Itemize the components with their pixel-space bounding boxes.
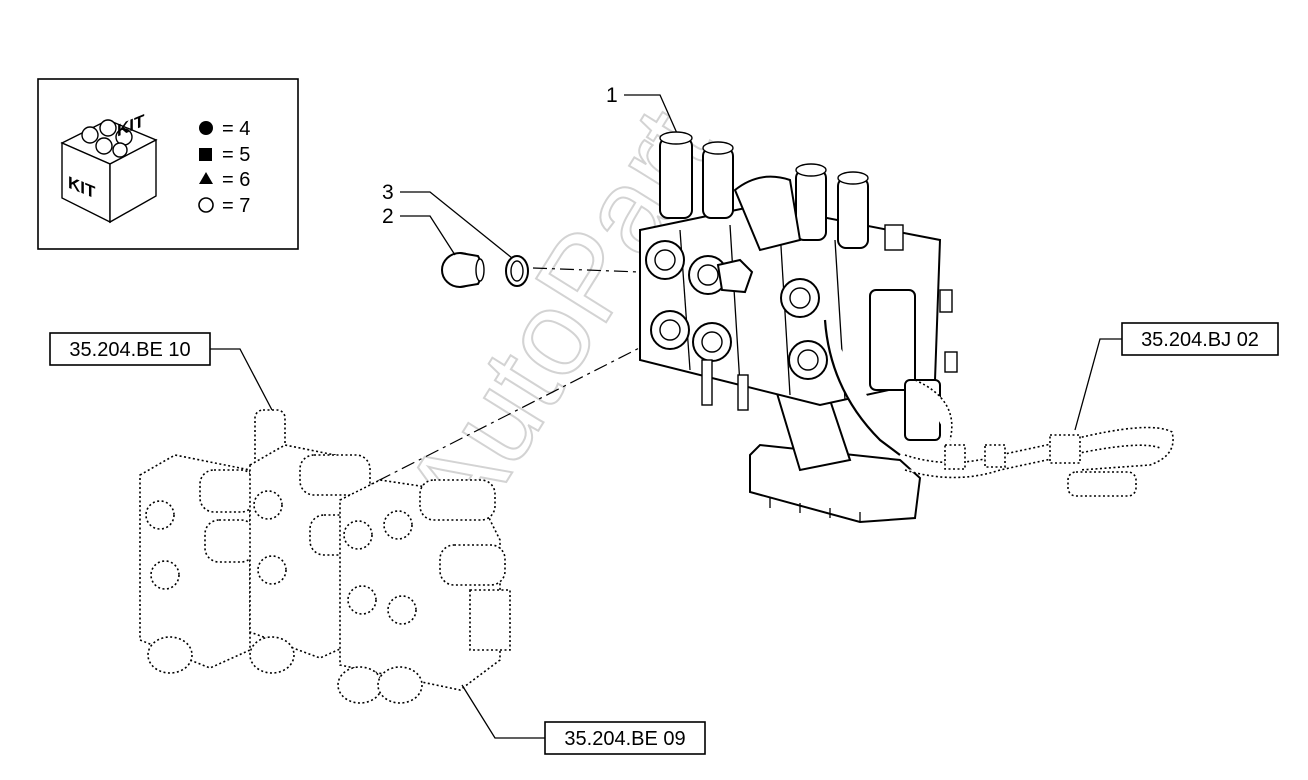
legend-item-5: = 5 bbox=[222, 144, 250, 166]
ref-link-bj02[interactable]: 35.204.BJ 02 bbox=[1121, 322, 1279, 356]
filled-square-icon bbox=[199, 148, 212, 161]
leader-be10 bbox=[210, 348, 273, 411]
leader-bj02 bbox=[1074, 338, 1122, 431]
assembly-axis-line bbox=[532, 267, 641, 273]
legend-item-6: = 6 bbox=[222, 169, 250, 191]
ref-be09-label: 35.204.BE 09 bbox=[564, 728, 685, 750]
kit-legend: KIT KIT = 4 = 5 = 6 = 7 bbox=[37, 78, 299, 250]
ghost-valve-bank[interactable] bbox=[139, 409, 511, 704]
ref-be10-label: 35.204.BE 10 bbox=[69, 339, 190, 361]
filled-circle-icon bbox=[199, 121, 213, 135]
callout-2: 2 bbox=[382, 205, 394, 228]
ref-bj02-label: 35.204.BJ 02 bbox=[1141, 329, 1259, 351]
open-circle-icon bbox=[198, 197, 214, 213]
leader-item-2 bbox=[400, 215, 456, 256]
leader-be09 bbox=[461, 684, 545, 739]
hose-assembly[interactable] bbox=[904, 379, 1174, 497]
filled-triangle-icon bbox=[199, 172, 213, 184]
callout-3: 3 bbox=[382, 181, 394, 204]
assembly-axis-line-2 bbox=[359, 339, 656, 491]
legend-item-7: = 7 bbox=[222, 195, 250, 217]
callout-1: 1 bbox=[606, 84, 618, 107]
leader-item-3 bbox=[400, 191, 513, 259]
legend-item-4: = 4 bbox=[222, 118, 250, 140]
plug-part[interactable] bbox=[441, 252, 485, 288]
leader-item-1 bbox=[624, 94, 681, 141]
kit-box-icon: KIT KIT bbox=[60, 110, 158, 224]
ref-link-be09[interactable]: 35.204.BE 09 bbox=[544, 721, 706, 755]
control-valve-assembly[interactable] bbox=[639, 131, 958, 524]
ref-link-be10[interactable]: 35.204.BE 10 bbox=[49, 332, 211, 366]
seal-ring-part[interactable] bbox=[505, 255, 529, 287]
